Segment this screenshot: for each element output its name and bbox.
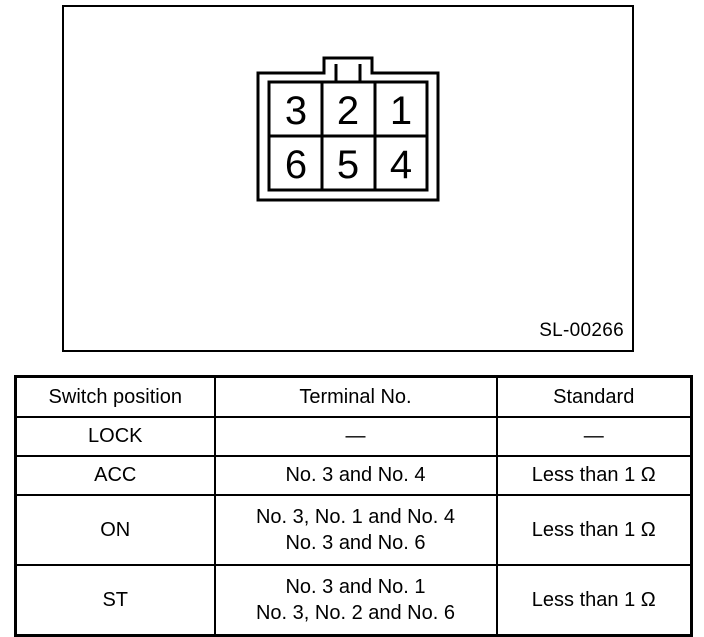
cell-terminal-no: No. 3 and No. 4: [213, 455, 498, 496]
cell-switch-position: ACC: [14, 455, 216, 496]
cell-standard: Less than 1 Ω: [495, 455, 693, 496]
terminal-number-4: 4: [390, 143, 412, 187]
connector-tab: [334, 64, 362, 84]
connector-drawing: 3 2 1 6 5 4: [256, 56, 440, 202]
terminal-line: No. 3 and No. 4: [285, 464, 426, 487]
cell-standard: —: [495, 416, 693, 457]
terminal-number-1: 1: [390, 89, 412, 133]
terminal-number-5: 5: [337, 143, 359, 187]
connector-diagram: 3 2 1 6 5 4: [252, 52, 452, 212]
figure-panel: 3 2 1 6 5 4 SL-00266: [62, 5, 634, 352]
cell-standard: Less than 1 Ω: [495, 494, 693, 566]
table-row: ST No. 3 and No. 1 No. 3, No. 2 and No. …: [14, 564, 693, 637]
table-row: ON No. 3, No. 1 and No. 4 No. 3 and No. …: [14, 494, 693, 566]
terminal-number-3: 3: [285, 89, 307, 133]
figure-reference-label: SL-00266: [539, 320, 624, 341]
column-header-terminal-no: Terminal No.: [213, 375, 498, 418]
column-header-standard: Standard: [495, 375, 693, 418]
terminal-line: No. 3 and No. 1: [285, 575, 426, 598]
column-header-switch-position: Switch position: [14, 375, 216, 418]
cell-terminal-no: No. 3, No. 1 and No. 4 No. 3 and No. 6: [213, 494, 498, 566]
cell-switch-position: ST: [14, 564, 216, 637]
terminal-number-2: 2: [337, 89, 359, 133]
terminal-line: No. 3, No. 1 and No. 4: [255, 505, 455, 528]
table-header-row: Switch position Terminal No. Standard: [14, 375, 693, 418]
table-row: ACC No. 3 and No. 4 Less than 1 Ω: [14, 455, 693, 496]
terminal-line: No. 3, No. 2 and No. 6: [255, 602, 455, 624]
terminal-number-6: 6: [285, 143, 307, 187]
cell-terminal-no: —: [213, 416, 498, 457]
terminal-line: —: [345, 425, 366, 448]
cell-standard: Less than 1 Ω: [495, 564, 693, 637]
cell-terminal-no: No. 3 and No. 1 No. 3, No. 2 and No. 6: [213, 564, 498, 637]
terminal-line: No. 3 and No. 6: [285, 532, 426, 554]
table-row: LOCK — —: [14, 416, 693, 457]
connector-housing-outline: [256, 56, 440, 202]
switch-continuity-table: Switch position Terminal No. Standard LO…: [14, 375, 693, 637]
cell-switch-position: ON: [14, 494, 216, 566]
cell-switch-position: LOCK: [14, 416, 216, 457]
